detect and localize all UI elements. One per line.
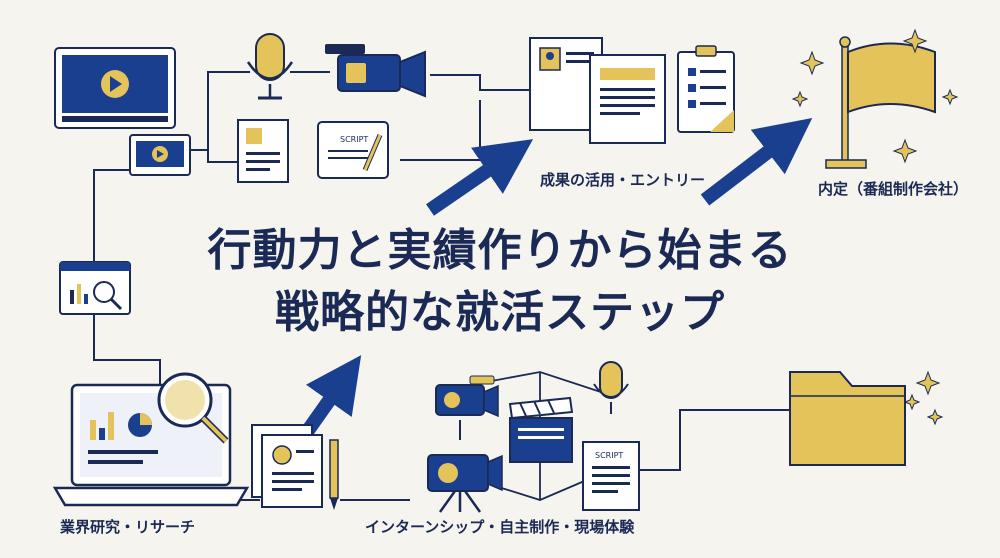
clapperboard-icon [508,396,574,463]
document-icon [237,119,289,183]
browser-analytics-icon [59,261,131,315]
step-label-results: 成果の活用・エントリー [540,171,706,189]
step-label-research: 業界研究・リサーチ [60,518,196,536]
connector-small-screen-to-media [190,71,250,151]
main-title-line-2: 戦略的な就活ステップ [275,287,725,338]
small-video-screen-icon [129,134,191,176]
script-scroll-label: SCRIPT [340,135,368,144]
connector-browser-to-laptop [93,315,161,385]
pen-icon [329,439,339,510]
internship-camera-icon [435,375,499,418]
video-camera-icon [325,44,426,98]
connector-camera-to-resume [430,74,530,91]
microphone-icon [246,33,294,100]
arrow-results-to-offer [700,117,813,206]
folder-icon [789,371,906,466]
connector-script-to-folder [640,409,790,471]
internship-script-icon: SCRIPT [582,441,640,511]
video-monitor-icon [54,47,176,129]
internship-script-label: SCRIPT [595,451,623,460]
goal-flag-icon [825,36,936,169]
step-label-internship: インターンシップ・自主制作・現場体験 [365,518,635,536]
script-scroll-icon: SCRIPT [317,121,389,179]
tripod-camera-icon [427,454,503,513]
sparkle-icons [791,28,959,426]
connector-small-screen-to-doc [207,150,240,163]
main-title-line-1: 行動力と実績作りから始まる [207,225,793,276]
step-label-offer: 内定（番組制作会社） [818,180,969,198]
connector-script-to-resume [400,100,481,161]
resume-documents-icon [529,37,666,144]
laptop-research-icon [52,372,250,507]
connector-lines [93,71,790,501]
checklist-clipboard-icon [677,45,735,133]
arrow-center-to-results [426,139,534,216]
internship-microphone-icon [593,361,629,414]
report-documents-icon [251,424,323,508]
